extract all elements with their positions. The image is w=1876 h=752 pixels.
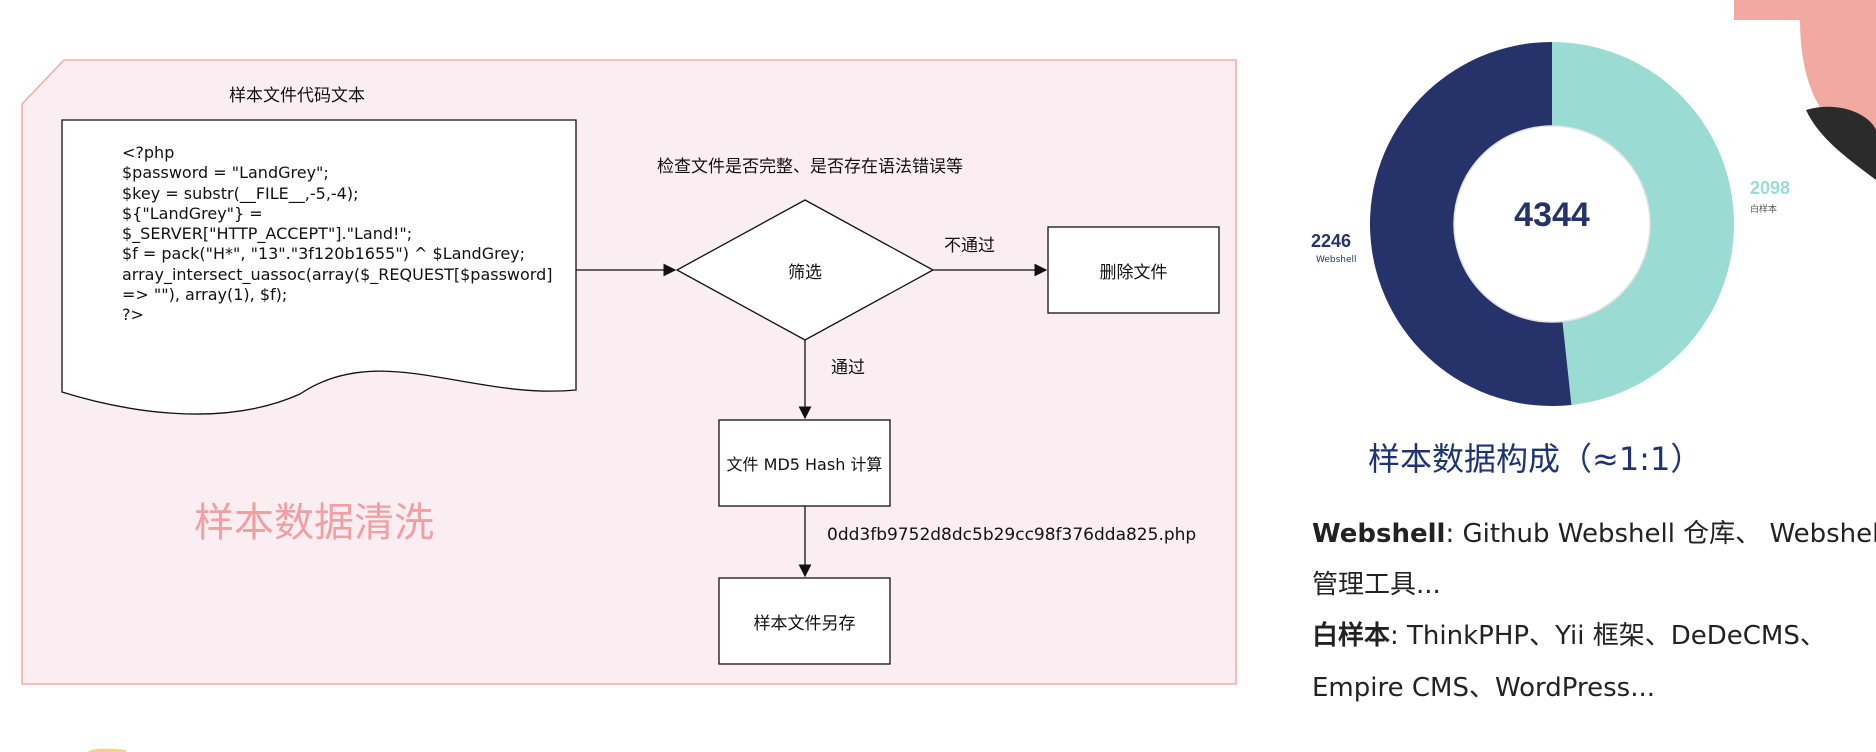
document-title: 样本文件代码文本 [229, 86, 365, 106]
save-file-box [718, 577, 891, 665]
white-desc-line-2: Empire CMS、WordPress... [1312, 673, 1656, 703]
code-line: $f = pack("H*", "13"."3f120b1655") ^ $La… [122, 244, 526, 264]
donut-hole [1454, 126, 1650, 322]
corner-decoration [1734, 0, 1876, 180]
code-line: $password = "LandGrey"; [122, 163, 329, 183]
webshell-label: Webshell [1316, 255, 1357, 265]
code-document-shape [61, 119, 577, 415]
section-title: 样本数据清洗 [194, 500, 434, 546]
donut-caption: 样本数据构成（≈1:1） [1368, 440, 1703, 478]
corner-mark [88, 748, 126, 752]
code-text: <?php$password = "LandGrey";$key = subst… [122, 143, 553, 326]
white-desc-key: 白样本 [1312, 621, 1391, 651]
white-desc-line-1: 白样本: ThinkPHP、Yii 框架、DeDeCMS、 [1312, 615, 1826, 652]
save-file-label: 样本文件另存 [753, 613, 856, 634]
webshell-desc-line-2: 管理工具... [1312, 570, 1441, 600]
filter-label: 筛选 [788, 262, 822, 283]
check-note: 检查文件是否完整、是否存在语法错误等 [657, 157, 963, 177]
md5-hash-label: 文件 MD5 Hash 计算 [726, 455, 883, 474]
white-label: 白样本 [1750, 205, 1778, 215]
donut-total: 4344 [1514, 196, 1590, 234]
code-line: <?php [122, 143, 175, 162]
code-line: ${"LandGrey"} = [122, 203, 263, 223]
delete-file-label: 删除文件 [1099, 262, 1168, 283]
code-line: ?> [122, 305, 144, 325]
webshell-count: 2246 [1311, 231, 1352, 251]
md5-hash-box [718, 419, 891, 507]
fail-label: 不通过 [944, 236, 995, 256]
code-line: => ""), array(1), $f); [122, 285, 288, 305]
webshell-desc-text: : Github Webshell 仓库、 Webshell [1445, 519, 1876, 549]
webshell-desc-key: Webshell [1312, 519, 1446, 549]
white-count: 2098 [1750, 178, 1791, 198]
webshell-desc-line-1: Webshell: Github Webshell 仓库、 Webshell [1312, 513, 1876, 550]
delete-file-box [1047, 226, 1220, 314]
hash-filename: 0dd3fb9752d8dc5b29cc98f376dda825.php [827, 525, 1197, 545]
code-line: $_SERVER["HTTP_ACCEPT"]."Land!"; [122, 224, 413, 244]
code-line: array_intersect_uassoc(array($_REQUEST[$… [122, 264, 553, 284]
code-line: $key = substr(__FILE__,-5,-4); [122, 183, 359, 203]
white-desc-text: : ThinkPHP、Yii 框架、DeDeCMS、 [1390, 621, 1826, 651]
pass-label: 通过 [831, 358, 865, 378]
donut-inner-ring [1453, 125, 1651, 323]
